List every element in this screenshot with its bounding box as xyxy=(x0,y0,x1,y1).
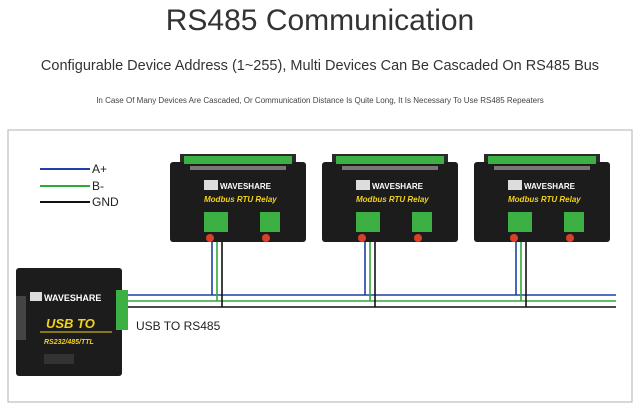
drop-wires-relay-1 xyxy=(211,238,223,307)
power-terminal xyxy=(260,212,280,232)
legend-gnd-label: GND xyxy=(92,195,119,209)
db9-port xyxy=(16,296,26,340)
page-subtitle: Configurable Device Address (1~255), Mul… xyxy=(40,58,600,74)
wire-legend: A+ B- GND xyxy=(40,162,119,209)
screw-icon xyxy=(206,234,214,242)
converter-label: USB TO RS485 xyxy=(136,319,221,333)
modbus-relay-3: WAVESHARE Modbus RTU Relay xyxy=(474,154,610,242)
logo-icon xyxy=(356,180,370,190)
screw-icon xyxy=(262,234,270,242)
converter-terminal xyxy=(116,290,128,330)
drop-wires-relay-2 xyxy=(364,238,376,307)
page-note: In Case Of Many Devices Are Cascaded, Or… xyxy=(96,96,544,105)
power-terminal xyxy=(412,212,432,232)
converter-model: USB TO xyxy=(46,316,95,331)
legend-b-label: B- xyxy=(92,179,104,193)
relay-model: Modbus RTU Relay xyxy=(356,195,429,204)
logo-icon xyxy=(204,180,218,190)
led-panel xyxy=(44,354,74,364)
relay-brand: WAVESHARE xyxy=(372,182,424,191)
converter-brand: WAVESHARE xyxy=(44,293,101,303)
diagram-frame xyxy=(7,129,633,403)
relay-brand: WAVESHARE xyxy=(524,182,576,191)
top-terminals xyxy=(184,156,292,170)
converter-body xyxy=(16,268,122,376)
screw-icon xyxy=(414,234,422,242)
relay-brand: WAVESHARE xyxy=(220,182,272,191)
logo-icon xyxy=(30,292,42,301)
screw-icon xyxy=(358,234,366,242)
page-title: RS485 Communication xyxy=(165,4,475,37)
rs485-terminal xyxy=(356,212,380,232)
legend-a-label: A+ xyxy=(92,162,107,176)
usb-converter: WAVESHARE USB TO RS232/485/TTL xyxy=(16,268,128,376)
converter-sub: RS232/485/TTL xyxy=(44,339,94,346)
drop-wires-relay-3 xyxy=(515,238,527,307)
screw-icon xyxy=(566,234,574,242)
power-terminal xyxy=(564,212,584,232)
screw-icon xyxy=(510,234,518,242)
modbus-relay-2: WAVESHARE Modbus RTU Relay xyxy=(322,154,458,242)
top-terminals xyxy=(336,156,444,170)
logo-icon xyxy=(508,180,522,190)
relay-model: Modbus RTU Relay xyxy=(204,195,277,204)
modbus-relay-1: WAVESHARE Modbus RTU Relay xyxy=(170,154,306,242)
relay-model: Modbus RTU Relay xyxy=(508,195,581,204)
top-terminals xyxy=(488,156,596,170)
rs485-terminal xyxy=(508,212,532,232)
rs485-terminal xyxy=(204,212,228,232)
